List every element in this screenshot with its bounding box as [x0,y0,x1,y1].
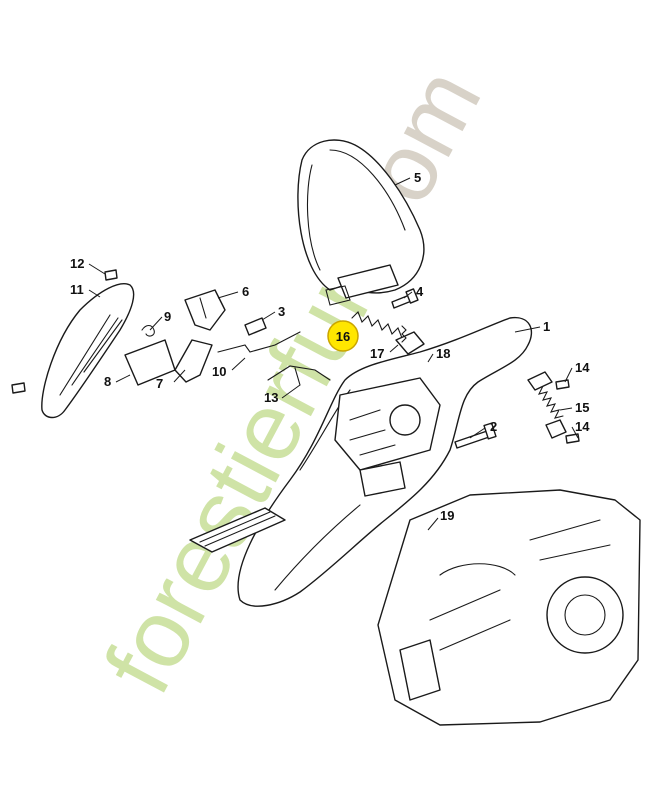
part-14-screws [555,379,580,444]
part-7-trigger [174,339,213,383]
callout-6[interactable]: 6 [242,284,249,299]
part-15-buffer-spring [527,371,567,439]
callout-12[interactable]: 12 [70,256,84,271]
part-1-rear-handle [237,316,533,607]
callout-17[interactable]: 17 [370,346,384,361]
callout-labels: 1 2 3 4 5 6 7 8 9 10 11 12 13 14 14 15 1… [70,170,590,523]
callout-7[interactable]: 7 [156,376,163,391]
callout-16-label: 16 [336,329,350,344]
callout-9[interactable]: 9 [164,309,171,324]
callout-1[interactable]: 1 [543,319,550,334]
part-9-spring [141,324,155,337]
screw-left [11,382,26,394]
part-3-pin [244,317,267,336]
part-6-lever [184,289,226,331]
plate-slots [189,507,286,553]
part-16-spring [351,311,403,339]
callout-11[interactable]: 11 [70,282,84,297]
callout-14-b[interactable]: 14 [575,419,590,434]
callout-13[interactable]: 13 [264,390,278,405]
callout-19[interactable]: 19 [440,508,454,523]
part-11-side-cover [41,283,135,419]
callout-8[interactable]: 8 [104,374,111,389]
callout-3[interactable]: 3 [278,304,285,319]
leader-lines [88,177,579,531]
callout-18[interactable]: 18 [436,346,450,361]
part-5-handlebar [297,139,425,306]
part-12-screw [104,269,118,281]
callout-5[interactable]: 5 [414,170,421,185]
highlight-circle [327,320,359,352]
callout-2[interactable]: 2 [490,419,497,434]
callout-10[interactable]: 10 [212,364,226,379]
part-10-rod [217,331,301,353]
part-2-screw [454,422,497,449]
part-17-buffer [395,325,425,355]
engine-block [377,489,641,726]
callout-14-a[interactable]: 14 [575,360,590,375]
part-4-bolt [391,288,419,309]
part-13-lever [267,365,331,386]
callout-15[interactable]: 15 [575,400,589,415]
part-8-plate [124,339,176,386]
callout-4[interactable]: 4 [416,284,424,299]
callout-16-highlight[interactable]: 16 [327,320,359,352]
